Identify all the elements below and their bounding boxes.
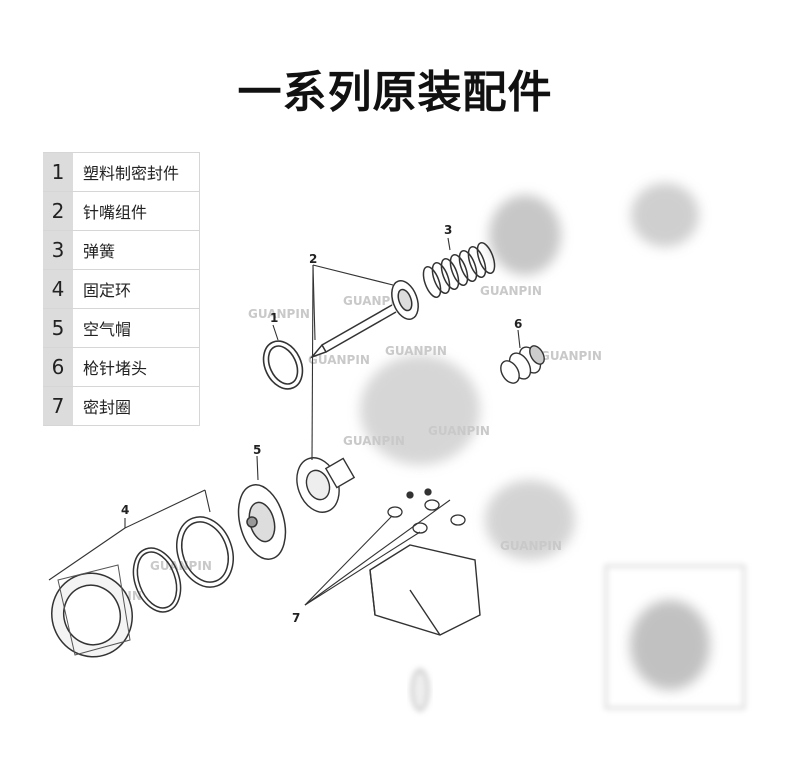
watermark-text: GUANPIN [480,284,542,298]
parts-legend: 1 塑料制密封件 2 针嘴组件 3 弹簧 4 固定环 5 空气帽 6 枪针堵头 … [43,152,200,426]
part-name: 针嘴组件 [73,191,200,231]
part-name: 塑料制密封件 [73,152,200,192]
part-air-cap [237,484,287,560]
legend-row: 5 空气帽 [43,308,200,348]
part-name: 弹簧 [73,230,200,270]
part-nozzle [296,457,356,513]
watermark-text: GUANPIN [308,353,370,367]
legend-row: 4 固定环 [43,269,200,309]
callout-7: 7 [292,611,300,625]
watermark-text: GUANPIN [248,307,310,321]
part-number: 7 [43,386,73,426]
callout-2: 2 [309,252,317,266]
callout-labels: 1 2 3 4 5 6 7 [121,223,522,625]
part-small-seals [387,488,466,534]
part-number: 4 [43,269,73,309]
watermark-text: GUANPIN [540,349,602,363]
part-number: 1 [43,152,73,192]
part-number: 5 [43,308,73,348]
part-needle-plug [500,345,545,384]
watermark-text: GUANPIN [343,434,405,448]
watermark-text: GUANPIN [385,344,447,358]
part-number: 6 [43,347,73,387]
callout-1: 1 [270,311,278,325]
legend-row: 1 塑料制密封件 [43,152,200,192]
legend-row: 7 密封圈 [43,386,200,426]
part-spring [422,242,496,298]
part-name: 枪针堵头 [73,347,200,387]
background-frame [604,564,746,710]
legend-row: 3 弹簧 [43,230,200,270]
callout-4: 4 [121,503,129,517]
callout-5: 5 [253,443,261,457]
blurred-background-photo [360,183,710,690]
part-number: 2 [43,191,73,231]
callout-6: 6 [514,317,522,331]
watermark-text: GUANPIN [428,424,490,438]
part-needle-assembly [309,280,419,359]
legend-row: 6 枪针堵头 [43,347,200,387]
part-o-rings [132,516,234,613]
page-title: 一系列原装配件 [237,67,553,118]
watermark-text: GUANPIN [500,539,562,553]
part-name: 固定环 [73,269,200,309]
callout-leaders [48,237,521,606]
part-gun-block [369,544,481,711]
watermark-text: GUANPIN [343,294,405,308]
part-number: 3 [43,230,73,270]
callout-3: 3 [444,223,452,237]
part-name: 密封圈 [73,386,200,426]
legend-row: 2 针嘴组件 [43,191,200,231]
part-name: 空气帽 [73,308,200,348]
part-seal-ring [262,340,304,390]
part-retaining-ring [51,564,133,658]
